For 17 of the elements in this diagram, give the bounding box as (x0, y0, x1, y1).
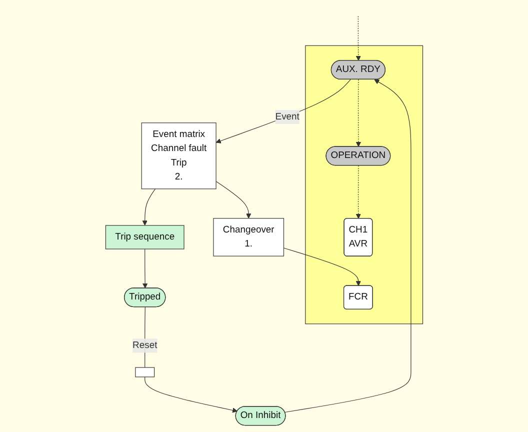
arrow (216, 79, 351, 144)
node-box: Trip sequence (105, 225, 184, 250)
arrow (283, 248, 361, 286)
arrow (284, 79, 412, 413)
arrow (142, 248, 148, 288)
edge-label: Event (275, 112, 300, 122)
arrow (142, 188, 156, 226)
node-box: Changeover 1. (212, 218, 284, 256)
arrow (356, 165, 361, 219)
edge-label: Reset (132, 340, 157, 350)
node-box: Event matrix Channel fault Trip 2. (141, 122, 216, 190)
arrow (356, 16, 361, 61)
arrow (144, 376, 238, 413)
node-bar (134, 367, 154, 378)
arrow (356, 79, 361, 147)
cluster (304, 45, 423, 324)
arrow (216, 181, 251, 219)
